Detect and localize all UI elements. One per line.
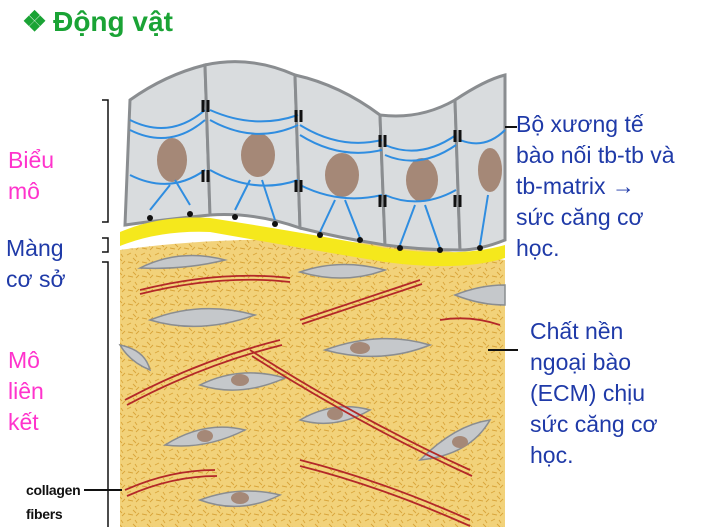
cytoskeleton-callout-line: sức căng cơ: [516, 204, 644, 230]
collagen-fiber-icon: [301, 283, 423, 325]
epithelium-bracket: [102, 99, 109, 223]
fibroblast-icon: [297, 263, 388, 279]
collagen-fiber-icon: [126, 344, 283, 406]
ecm-callout: Chất nền ngoại bào (ECM) chịu sức căng c…: [530, 316, 658, 471]
collagen-fiber-icon: [126, 475, 218, 497]
fibroblast-icon: [322, 337, 433, 358]
cytoskeleton-callout-line: học.: [516, 235, 560, 261]
connective-bracket: [102, 261, 109, 527]
nucleus-icon: [478, 148, 502, 192]
basement-label-line: Màng: [6, 235, 64, 261]
cytoskeleton-callout: Bộ xương tế bào nối tb-tb và tb-matrix →…: [516, 109, 675, 264]
basement-label-line: cơ sở: [6, 266, 66, 292]
collagen-fibers-label: collagen fibers: [26, 478, 81, 526]
cell-junctions: [201, 100, 462, 207]
basement-membrane-label: Màng cơ sở: [6, 233, 66, 295]
hemidesmosomes: [147, 211, 483, 253]
nuclei: [157, 133, 502, 202]
diamond-bullet-icon: ❖: [22, 6, 48, 37]
ecm-callout-line: ngoại bào: [530, 349, 632, 375]
cytoskeleton-callout-line: Bộ xương tế: [516, 111, 644, 137]
collagen-fiber-icon: [299, 279, 421, 321]
fibroblast-nuclei: [197, 342, 468, 504]
collagen-fiber-icon: [124, 339, 281, 401]
ecm-callout-line: (ECM) chịu: [530, 380, 646, 406]
page-title-text: Động vật: [53, 6, 173, 37]
fibroblast-icon: [147, 307, 258, 328]
connective-label-line: Mô: [8, 347, 40, 373]
collagen-fibers: [124, 274, 501, 527]
basement-bracket: [102, 237, 109, 253]
collagen-label-line: collagen: [26, 482, 81, 498]
ecm-callout-line: sức căng cơ: [530, 411, 658, 437]
nucleus-icon: [325, 153, 359, 197]
nucleus-icon: [157, 138, 187, 182]
epithelium-label-line: Biểu: [8, 147, 55, 173]
fibroblast-icon: [118, 343, 152, 372]
collagen-fiber-icon: [299, 465, 471, 527]
connective-label-line: kết: [8, 409, 39, 435]
collagen-fiber-icon: [139, 274, 291, 291]
collagen-fiber-icon: [139, 278, 291, 295]
ecm-callout-line: học.: [530, 442, 574, 468]
collagen-fiber-icon: [439, 317, 501, 326]
left-brackets: [102, 99, 109, 527]
epithelium-label-line: mô: [8, 178, 40, 204]
page-title: ❖Động vật: [22, 4, 173, 40]
fibroblast-icon: [452, 284, 506, 306]
collagen-fiber-icon: [299, 459, 471, 521]
collagen-fiber-icon: [251, 355, 473, 477]
connective-tissue-label: Mô liên kết: [8, 345, 44, 438]
fibroblast-icon: [137, 254, 226, 270]
cytoskeleton-callout-line: bào nối tb-tb và: [516, 142, 675, 168]
cytoskeleton: [129, 109, 506, 249]
nucleus-icon: [406, 158, 438, 202]
ecm-callout-line: Chất nền: [530, 318, 624, 344]
collagen-fiber-icon: [249, 349, 471, 471]
cytoskeleton-callout-line: tb-matrix →: [516, 173, 635, 199]
nucleus-icon: [241, 133, 275, 177]
connective-label-line: liên: [8, 378, 44, 404]
collagen-label-line: fibers: [26, 506, 63, 522]
collagen-fiber-icon: [124, 469, 216, 491]
epithelium-label: Biểu mô: [8, 145, 54, 207]
basement-membrane: [120, 217, 505, 267]
